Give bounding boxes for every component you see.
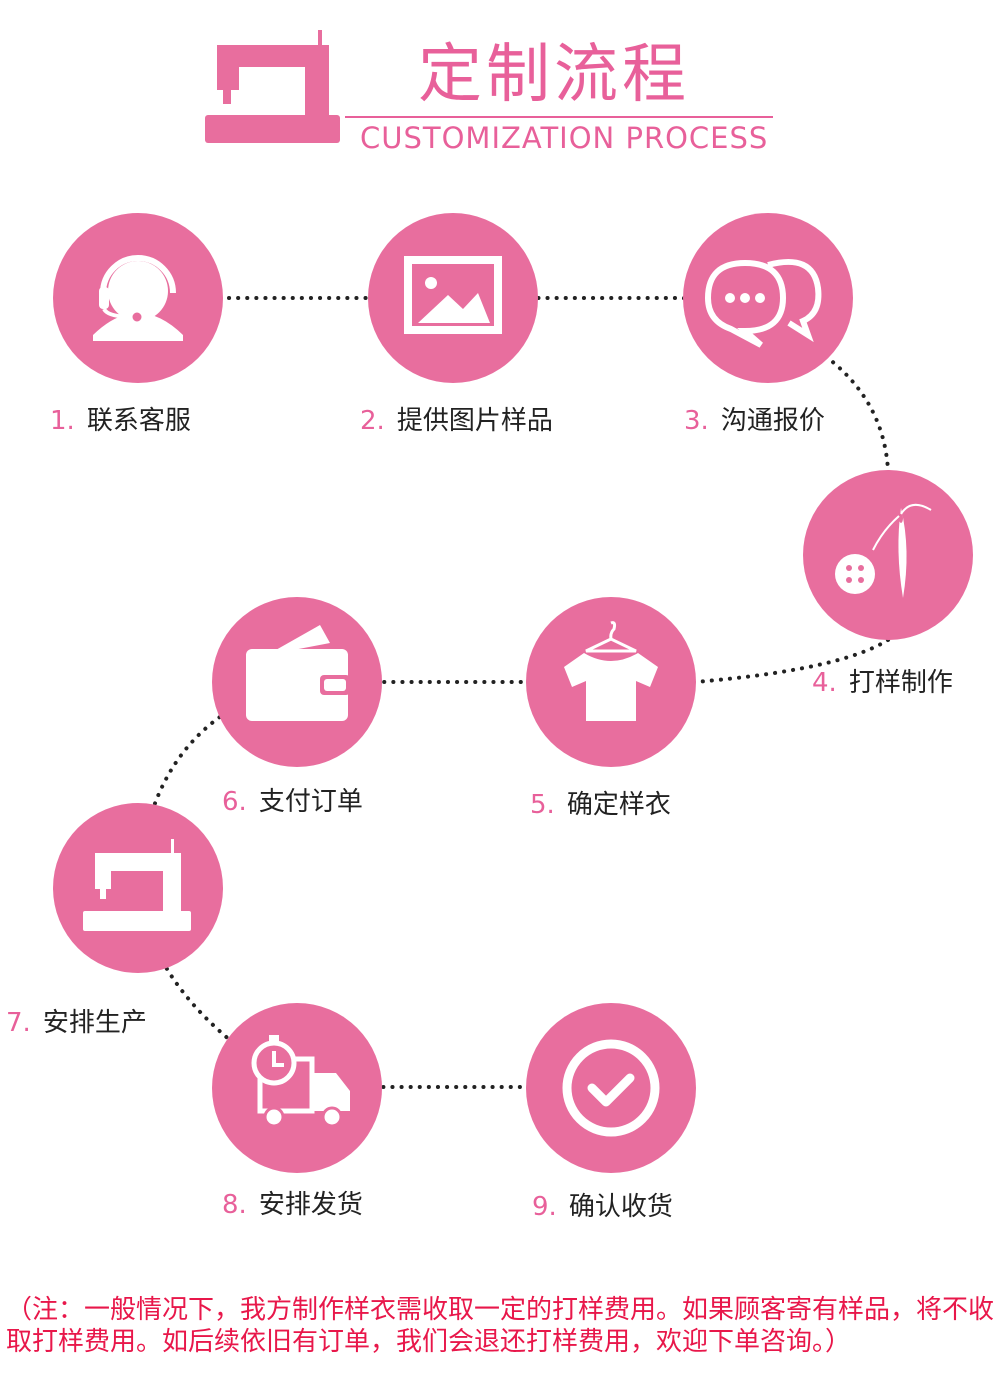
tshirt-hanger-icon	[564, 621, 658, 721]
step-5-circle	[526, 597, 696, 767]
sewing-machine-icon	[83, 839, 191, 931]
title-divider	[345, 116, 773, 118]
image-icon	[404, 256, 502, 334]
step-6-circle	[212, 597, 382, 767]
step-9-circle	[526, 1003, 696, 1173]
customer-service-icon	[93, 255, 183, 341]
delivery-truck-icon	[251, 1035, 350, 1128]
needle-button-icon	[835, 503, 932, 598]
step-6-label: 6.支付订单	[222, 787, 363, 817]
wallet-icon	[246, 625, 350, 721]
step-2-circle	[368, 213, 538, 383]
step-1-label: 1.联系客服	[50, 406, 191, 436]
step-1-circle	[53, 213, 223, 383]
step-7-circle	[53, 803, 223, 973]
check-circle-icon	[562, 1039, 660, 1137]
step-2-label: 2.提供图片样品	[360, 406, 553, 436]
step-5-label: 5.确定样衣	[530, 790, 671, 820]
page-subtitle: CUSTOMIZATION PROCESS	[360, 121, 769, 155]
footer-note: （注：一般情况下，我方制作样衣需收取一定的打样费用。如果顾客寄有样品，将不收取打…	[6, 1295, 995, 1357]
chat-bubbles-icon	[704, 258, 822, 348]
step-4-circle	[803, 470, 973, 640]
step-4-label: 4.打样制作	[812, 668, 953, 698]
step-3-circle	[683, 213, 853, 383]
page-title: 定制流程	[418, 38, 690, 112]
step-3-label: 3.沟通报价	[684, 406, 825, 436]
step-9-label: 9.确认收货	[532, 1192, 673, 1222]
step-8-label: 8.安排发货	[222, 1190, 363, 1220]
sewing-machine-icon	[205, 30, 340, 143]
step-7-label: 7.安排生产	[6, 1008, 147, 1038]
step-8-circle	[212, 1003, 382, 1173]
